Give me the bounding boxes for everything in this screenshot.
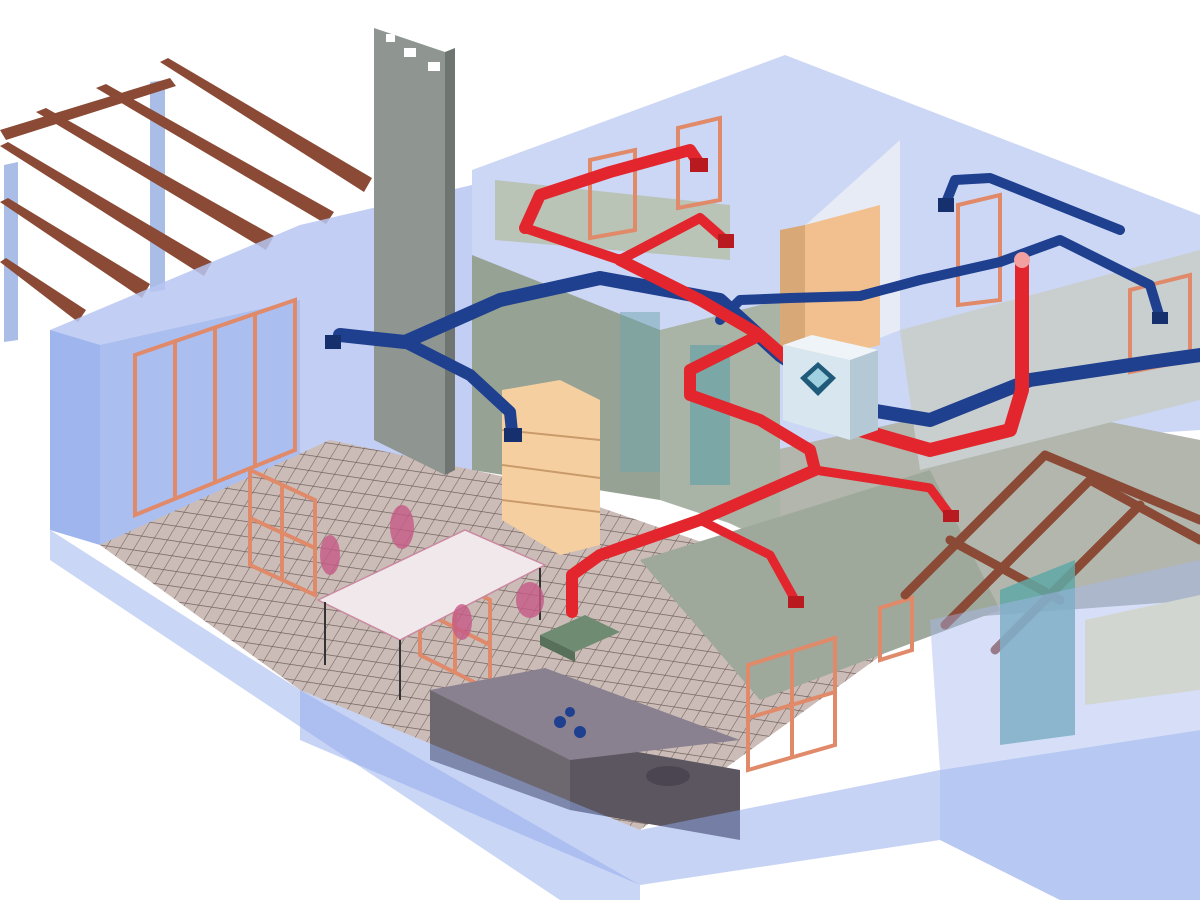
supply-grille [690,158,708,172]
supply-intake-icon [1014,252,1030,268]
window [588,147,637,241]
supply-duct [614,254,806,376]
extract-duct [715,235,1165,325]
counter-top [430,668,740,760]
pergola-post [4,162,18,342]
extract-grille [325,335,341,349]
pergola-beam [0,258,86,322]
hrv-unit-side [850,350,878,440]
kitchen-counter [430,615,740,840]
chimney-vent [386,34,395,42]
window [746,635,837,773]
chimney-vent [404,48,416,57]
supply-duct [810,465,955,520]
sink [646,766,690,786]
window [248,466,317,599]
partition-wall [900,250,1200,470]
pergola [0,58,372,342]
shelf-unit [501,380,601,555]
window [676,115,722,211]
front-glass [50,530,1200,900]
pergola-beam [0,142,212,276]
supply-ducts [519,144,1029,618]
chimney-vent [428,62,440,71]
supply-duct [695,515,800,605]
chair-back [452,604,472,640]
lower-extension [940,730,1200,900]
pergola-beam [160,58,372,192]
range-hood-icon [540,635,575,662]
heat-recovery-unit-icon [783,335,878,440]
counter-front [430,690,570,810]
pergola-beam [0,78,176,140]
range-hood-icon [540,615,620,652]
outer-left-wall [50,330,100,545]
teal-doorway [1000,560,1075,745]
window [133,297,297,518]
cabinet-front [805,205,880,365]
chimney-front [374,28,445,475]
supply-duct [853,255,1029,457]
yellow-room-wall [1085,595,1200,705]
cooktop-burner [574,726,586,738]
counter-front [570,740,740,840]
heat-exchanger-icon [807,368,829,388]
chair-back [390,505,414,549]
tiled-floor [100,440,930,830]
right-wall [930,560,1200,770]
shelf-body [502,380,600,555]
supply-duct [566,329,821,618]
front-wall-bottom [300,690,940,885]
extract-grille [504,428,522,442]
dining-set [316,505,547,700]
chimney-side [445,48,455,475]
supply-duct [520,213,730,265]
supply-grille [718,234,734,248]
extract-grille [1152,312,1168,324]
chair-back [516,582,544,618]
extract-duct [940,173,1125,235]
pergola-beam [36,108,274,250]
dining-table-top [316,529,547,641]
chimney [374,28,455,475]
supply-grille [943,510,959,522]
hrv-unit-top [783,335,878,360]
cooktop-burner [554,716,566,728]
extract-grille [938,198,954,212]
supply-grille [788,596,804,608]
window [878,595,914,663]
pergola-beam [0,198,150,298]
door [620,312,660,472]
cooktop-burner [565,707,575,717]
chair-back [320,535,340,575]
pergola-beam [96,84,334,224]
supply-duct [519,144,706,234]
extract-duct [399,336,518,438]
